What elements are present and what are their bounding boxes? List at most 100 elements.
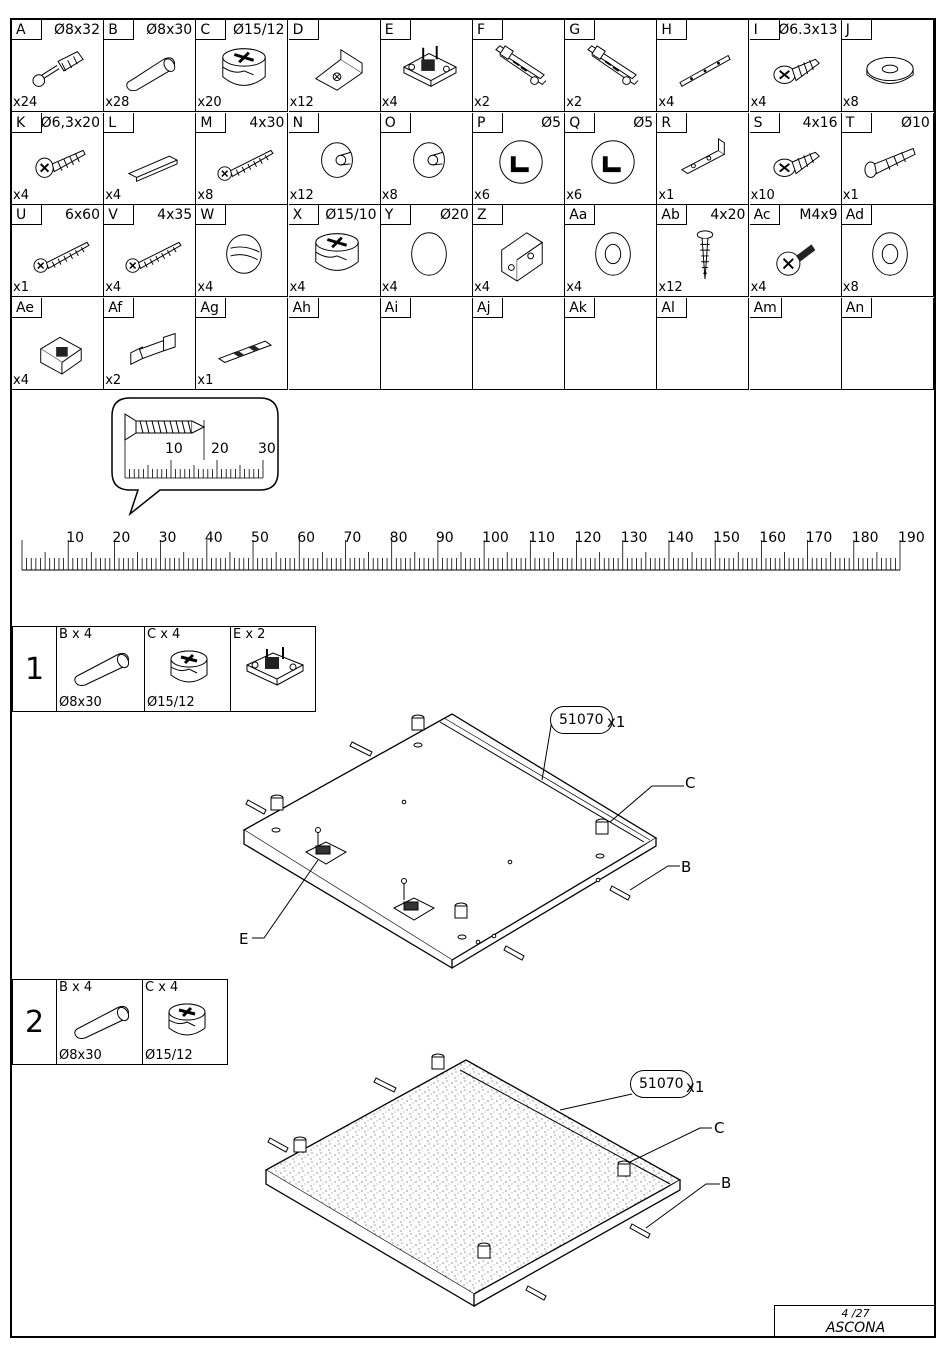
part-quantity: x4 [197, 280, 214, 295]
shim-strip-icon [218, 340, 273, 363]
step-part-dim: Ø15/12 [147, 695, 195, 710]
ruler-label: 10 [66, 530, 85, 546]
long-screw-icon [217, 149, 275, 181]
part-letter: U [12, 205, 42, 225]
part-dimension: 4x30 [249, 114, 285, 131]
hinge-parts [304, 827, 436, 921]
part-quantity: x1 [658, 187, 675, 203]
part-quantity: x4 [566, 280, 583, 295]
part-dimension: Ø8x32 [53, 22, 100, 38]
anchor-plug-icon [864, 147, 916, 178]
ruler-label: 160 [759, 530, 787, 546]
page-number: 4 /27 [841, 1307, 870, 1320]
part-letter: S [749, 112, 780, 133]
part-dimension: M4x9 [799, 207, 838, 223]
part-quantity: x4 [381, 95, 398, 110]
part-cell-ah: Ah [288, 297, 381, 390]
part-quantity: x2 [105, 372, 122, 388]
part-letter: Ac [749, 205, 780, 225]
part-quantity: x8 [842, 95, 859, 110]
part-letter: Ae [12, 297, 42, 318]
part-quantity: x1 [13, 280, 29, 295]
model-name: ASCONA [825, 1320, 886, 1336]
bolt-nut-icon [130, 332, 176, 365]
part-letter: K [12, 112, 42, 133]
part-dimension: Ø15/12 [233, 22, 285, 38]
panel-part-number: 51070 [550, 706, 613, 734]
part-letter: N [288, 112, 319, 133]
part-dimension: Ø20 [439, 207, 469, 223]
part-dimension: Ø5 [633, 114, 654, 131]
part-quantity: x12 [289, 95, 314, 110]
machine-screw-icon [775, 244, 815, 276]
part-quantity: x2 [566, 95, 583, 110]
part-letter: P [473, 112, 503, 133]
page-footer: 4 /27 ASCONA [774, 1305, 936, 1338]
part-letter: Aa [565, 205, 596, 225]
step-part: C x 4 Ø15/12 [143, 980, 229, 1064]
long-screw-icon [125, 241, 182, 273]
wooden-dowel-icon [126, 57, 176, 92]
panel-quantity: x1 [607, 713, 626, 731]
cam-lock-icon [222, 48, 267, 86]
screw-sketch-icon [124, 413, 206, 460]
callout-c: C [714, 1119, 725, 1137]
part-letter: L [104, 112, 135, 133]
small-ruler-label: 10 [165, 441, 183, 457]
part-cell-ak: Ak [565, 297, 658, 390]
dowel-parts [267, 1077, 651, 1301]
part-letter: Ab [657, 205, 688, 225]
part-cell-u: U 6x60 x1 [12, 205, 104, 297]
cam-lock-icon [314, 233, 359, 271]
disc-cap-icon [410, 232, 447, 276]
cover-cap-icon [499, 139, 543, 184]
ruler-label: 190 [898, 530, 925, 546]
cam-lock-icon [170, 650, 208, 683]
hinge-plate-icon [402, 45, 457, 88]
drawer-runner-icon [587, 45, 639, 86]
ruler-label: 180 [851, 530, 879, 546]
ruler-label: 70 [343, 530, 362, 546]
part-letter: Al [657, 297, 688, 318]
screw-icon [35, 149, 86, 178]
part-quantity: x6 [566, 187, 583, 203]
part-letter: Q [565, 112, 596, 133]
ruler-label: 150 [713, 530, 740, 546]
panel-board [264, 1059, 682, 1308]
ruler-label: 140 [666, 530, 694, 546]
part-dimension: 6x60 [64, 207, 100, 223]
part-letter: E [380, 20, 411, 40]
long-screw-icon [33, 241, 90, 273]
step-part-label: B x 4 [59, 980, 93, 995]
part-letter: Ad [841, 205, 872, 225]
ruler-label: 30 [158, 530, 177, 546]
washer-icon [871, 232, 908, 276]
step-2-drawing [264, 1053, 720, 1308]
cover-cap-icon [591, 139, 635, 184]
step-part: B x 4 Ø8x30 [57, 980, 143, 1064]
page-frame [10, 18, 936, 1338]
part-cell-aj: Aj [473, 297, 565, 390]
callout-b: B [721, 1174, 732, 1192]
step-part: B x 4 Ø8x30 [57, 627, 145, 711]
small-ruler-label: 20 [211, 441, 229, 457]
ruler-label: 50 [251, 530, 269, 546]
part-letter: T [841, 112, 872, 133]
part-letter: Z [473, 205, 503, 225]
round-cap-icon [320, 141, 353, 178]
part-letter: C [196, 20, 227, 40]
ruler-label: 170 [805, 530, 833, 546]
part-letter: I [749, 20, 780, 40]
hinge-plate-icon [245, 647, 305, 686]
